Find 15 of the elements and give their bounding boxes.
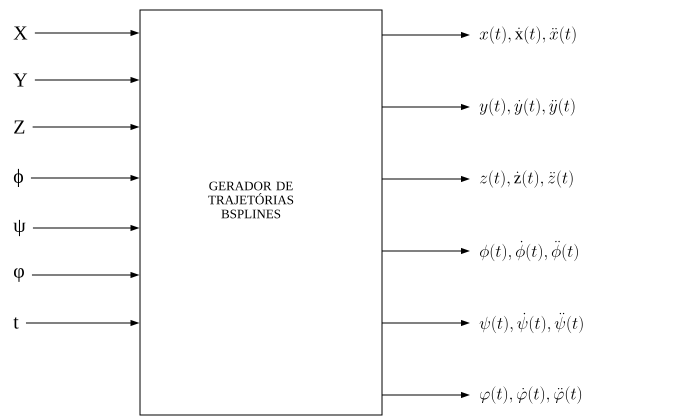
- output-formula: $y(t),\dot{y}(t),\ddot{y}(t)$: [480, 98, 574, 116]
- box-label: GERADOR DE TRAJETÓRIAS BSPLINES: [208, 182, 294, 218]
- input-label: ϕ: [14, 168, 24, 188]
- input-label: Z: [14, 120, 24, 134]
- output-formula: $\phi(t),\dot{\phi}(t),\ddot{\phi}(t)$: [480, 240, 578, 262]
- input-label: t: [13, 317, 19, 329]
- output-formula: $z(t),\dot{\mathrm{z}}(t),\ddot{z}(t)$: [480, 170, 573, 188]
- process-box: [140, 10, 382, 416]
- output-formula: $\psi(t),\dot{\psi}(t),\ddot{\psi}(t)$: [480, 312, 583, 334]
- output-formula: $\varphi(t),\dot{\varphi}(t),\ddot{\varphi}(t)$: [480, 386, 582, 404]
- input-label: X: [14, 26, 28, 40]
- input-label: ψ: [13, 220, 26, 236]
- input-label: φ: [14, 268, 24, 282]
- output-formula: $x(t),\dot{\mathrm{x}}(t),\ddot{x}(t)$: [480, 26, 576, 44]
- input-label: Y: [13, 73, 28, 87]
